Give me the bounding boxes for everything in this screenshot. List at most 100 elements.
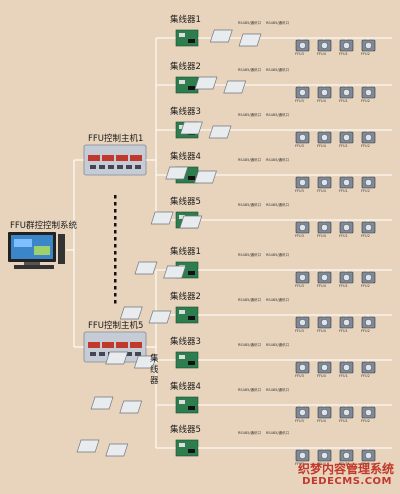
ellipsis-dot xyxy=(114,216,117,220)
ellipsis-dot xyxy=(114,258,117,262)
concentrator-board xyxy=(175,76,199,94)
concentrator-label: 集线器4 xyxy=(170,382,201,392)
screen-window-2 xyxy=(34,246,50,255)
converter-box xyxy=(223,80,247,94)
keyboard-icon xyxy=(14,265,54,269)
concentrator-board xyxy=(175,351,199,369)
ffu-label: FFU4 xyxy=(317,462,326,466)
host-button xyxy=(99,165,105,169)
ffu-label: FFU1 xyxy=(339,462,348,466)
board-chip xyxy=(179,355,185,359)
concentrator-label: 集线器2 xyxy=(170,292,201,302)
ffu-fan-icon xyxy=(299,364,306,371)
converter-label: RS485/通讯口 xyxy=(266,158,290,162)
ffu-label: FFU2 xyxy=(361,234,370,238)
ffu-fan-icon xyxy=(365,364,372,371)
watermark-line1: 织梦内容管理系统 xyxy=(297,462,394,476)
vertical-label-char: 器 xyxy=(150,376,159,386)
ffu-label: FFU4 xyxy=(317,284,326,288)
converter-box xyxy=(134,261,158,275)
ellipsis-dot xyxy=(114,286,117,290)
ffu-label: FFU3 xyxy=(295,99,304,103)
converter-box xyxy=(119,306,143,320)
concentrator-label: 集线器1 xyxy=(170,247,201,257)
concentrator-board xyxy=(175,306,199,324)
converter-box xyxy=(209,29,233,43)
ffu-label: FFU3 xyxy=(295,329,304,333)
ffu-label: FFU1 xyxy=(339,419,348,423)
ellipsis-dot xyxy=(114,293,117,297)
converter-label: RS485/通讯口 xyxy=(238,298,262,302)
converter-label: RS485/通讯口 xyxy=(266,388,290,392)
screen-window-1 xyxy=(14,239,32,247)
ffu-fan-icon xyxy=(321,274,328,281)
ellipsis-dot xyxy=(114,279,117,283)
board-chip xyxy=(179,400,185,404)
monitor-stand xyxy=(24,262,40,265)
host-button xyxy=(126,352,132,356)
converter-label: RS485/通讯口 xyxy=(238,343,262,347)
converter-box xyxy=(76,439,100,453)
ffu-fan-icon xyxy=(321,89,328,96)
ellipsis-dot xyxy=(114,300,117,304)
tower-icon xyxy=(58,234,65,264)
ffu-label: FFU2 xyxy=(361,419,370,423)
ffu-fan-icon xyxy=(343,364,350,371)
ffu-fan-icon xyxy=(365,319,372,326)
converter-label: RS485/通讯口 xyxy=(266,113,290,117)
ffu-label: FFU3 xyxy=(295,234,304,238)
ffu-fan-icon xyxy=(321,364,328,371)
board-chip xyxy=(179,310,185,314)
ffu-label: FFU3 xyxy=(295,284,304,288)
ffu-fan-icon xyxy=(299,319,306,326)
ellipsis-dot xyxy=(114,230,117,234)
vertical-label-char: 集 xyxy=(150,354,159,364)
board-chip xyxy=(179,33,185,37)
ellipsis-dot xyxy=(114,237,117,241)
converter-box xyxy=(90,396,114,410)
vertical-label-char: 线 xyxy=(150,365,159,375)
ellipsis-dot xyxy=(114,209,117,213)
converter-box xyxy=(194,76,218,90)
host-display-c xyxy=(116,155,128,161)
converter-label: RS485/通讯口 xyxy=(266,203,290,207)
converter-box xyxy=(165,166,189,180)
converter-label: RS485/通讯口 xyxy=(238,431,262,435)
board-connector xyxy=(188,361,195,365)
ffu-label: FFU1 xyxy=(339,144,348,148)
host-button xyxy=(117,165,123,169)
concentrator-label: 集线器2 xyxy=(170,62,201,72)
host-button xyxy=(99,352,105,356)
ffu-fan-icon xyxy=(321,224,328,231)
converter-label: RS485/通讯口 xyxy=(266,21,290,25)
ffu-label: FFU4 xyxy=(317,52,326,56)
host-button xyxy=(108,165,114,169)
converter-box xyxy=(105,443,129,457)
converter-label: RS485/通讯口 xyxy=(266,431,290,435)
host-display-a xyxy=(88,155,100,161)
ffu-fan-icon xyxy=(365,224,372,231)
ffu-label: FFU3 xyxy=(295,462,304,466)
board-chip xyxy=(179,125,185,129)
concentrator-label: 集线器5 xyxy=(170,197,201,207)
board-connector xyxy=(188,271,195,275)
ffu-label: FFU3 xyxy=(295,189,304,193)
ffu-label: FFU1 xyxy=(339,52,348,56)
converter-box xyxy=(148,310,172,324)
host-display-d xyxy=(130,155,142,161)
ffu-fan-icon xyxy=(365,134,372,141)
concentrator-board xyxy=(175,439,199,457)
board-chip xyxy=(179,215,185,219)
ffu-label: FFU3 xyxy=(295,52,304,56)
ffu-fan-icon xyxy=(343,224,350,231)
board-chip xyxy=(179,80,185,84)
ellipsis-dot xyxy=(114,202,117,206)
converter-box xyxy=(150,211,174,225)
ffu-fan-icon xyxy=(299,274,306,281)
ffu-label: FFU1 xyxy=(339,329,348,333)
board-connector xyxy=(188,449,195,453)
ellipsis-dot xyxy=(114,195,117,199)
converter-box xyxy=(208,125,232,139)
concentrator-label: 集线器4 xyxy=(170,152,201,162)
ffu-fan-icon xyxy=(365,452,372,459)
